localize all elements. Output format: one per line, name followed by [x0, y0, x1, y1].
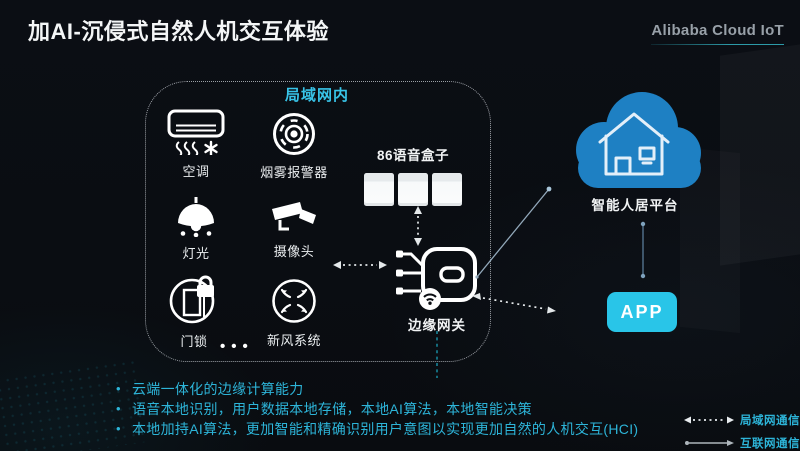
smoke-alarm-icon: [273, 113, 315, 155]
bullet-dot: •: [116, 421, 121, 436]
device-camera: 摄像头: [246, 201, 342, 260]
legend-row-lan: 局域网通信: [684, 412, 800, 428]
bullet-item: • 本地加持AI算法，更加智能和精确识别用户意图以实现更加自然的人机交互(HCI…: [116, 419, 638, 439]
dashed-double-arrow-icon: [684, 416, 734, 424]
voice-box-panel: [398, 173, 428, 206]
edge-gateway-icon: [396, 247, 477, 310]
device-smoke-alarm: 烟雾报警器: [246, 112, 342, 181]
voice-box-group: 86语音盒子: [355, 144, 471, 206]
voice-box-row: [355, 173, 471, 206]
legend-row-internet: 互联网通信: [684, 435, 800, 451]
legend-label: 局域网通信: [740, 415, 800, 427]
voice-box-panel: [432, 173, 462, 206]
background-building-texture: [720, 44, 800, 265]
voice-box-panel: [364, 173, 394, 206]
device-label: 摄像头: [273, 244, 315, 259]
legend: 局域网通信 互联网通信: [684, 412, 800, 451]
lan-label: 局域网内: [284, 87, 349, 104]
air-conditioner-icon: [167, 109, 225, 155]
page-title: 加AI-沉侵式自然人机交互体验: [28, 19, 329, 44]
device-fresh-air: 新风系统: [246, 278, 342, 349]
door-lock-icon: [169, 275, 215, 324]
ceiling-light-icon: [178, 197, 214, 237]
internet-link-cloud-app: [640, 221, 646, 279]
more-devices-ellipsis: •••: [220, 338, 254, 355]
brand-logo: Alibaba Cloud IoT: [651, 22, 784, 45]
brand-text: Alibaba Cloud IoT: [651, 22, 784, 39]
device-label: 新风系统: [266, 333, 321, 348]
app-button: APP: [607, 292, 677, 332]
voice-box-label: 86语音盒子: [376, 148, 450, 163]
solid-arrow-icon: [685, 440, 734, 446]
cctv-camera-icon: [272, 202, 316, 231]
bullet-item: • 云端一体化的边缘计算能力: [116, 379, 638, 399]
device-label: 烟雾报警器: [260, 165, 328, 180]
cloud-platform-label: 智能人居平台: [591, 198, 679, 213]
device-air-conditioner: 空调: [148, 109, 244, 180]
device-label: 灯光: [182, 246, 210, 261]
device-label: 门锁: [180, 334, 208, 349]
device-label: 空调: [182, 164, 210, 179]
cloud-platform: 智能人居平台: [560, 86, 710, 214]
edge-gateway: 边缘网关: [385, 246, 489, 334]
bullet-text: 语音本地识别，用户数据本地存储，本地AI算法，本地智能决策: [132, 401, 532, 417]
edge-gateway-label: 边缘网关: [408, 318, 466, 333]
device-door-lock: 门锁: [146, 271, 242, 350]
bullet-dot: •: [116, 381, 121, 396]
bullet-text: 云端一体化的边缘计算能力: [132, 381, 304, 397]
bullet-list: • 云端一体化的边缘计算能力 • 语音本地识别，用户数据本地存储，本地AI算法，…: [116, 379, 638, 439]
legend-label: 互联网通信: [740, 438, 800, 450]
bullet-dot: •: [116, 401, 121, 416]
bullet-item: • 语音本地识别，用户数据本地存储，本地AI算法，本地智能决策: [116, 399, 638, 419]
brand-underline: [651, 44, 784, 45]
bullet-text: 本地加持AI算法，更加智能和精确识别用户意图以实现更加自然的人机交互(HCI): [132, 421, 639, 437]
fresh-air-system-icon: [272, 279, 316, 323]
device-light: 灯光: [148, 197, 244, 262]
cloud-home-icon: [576, 92, 701, 188]
